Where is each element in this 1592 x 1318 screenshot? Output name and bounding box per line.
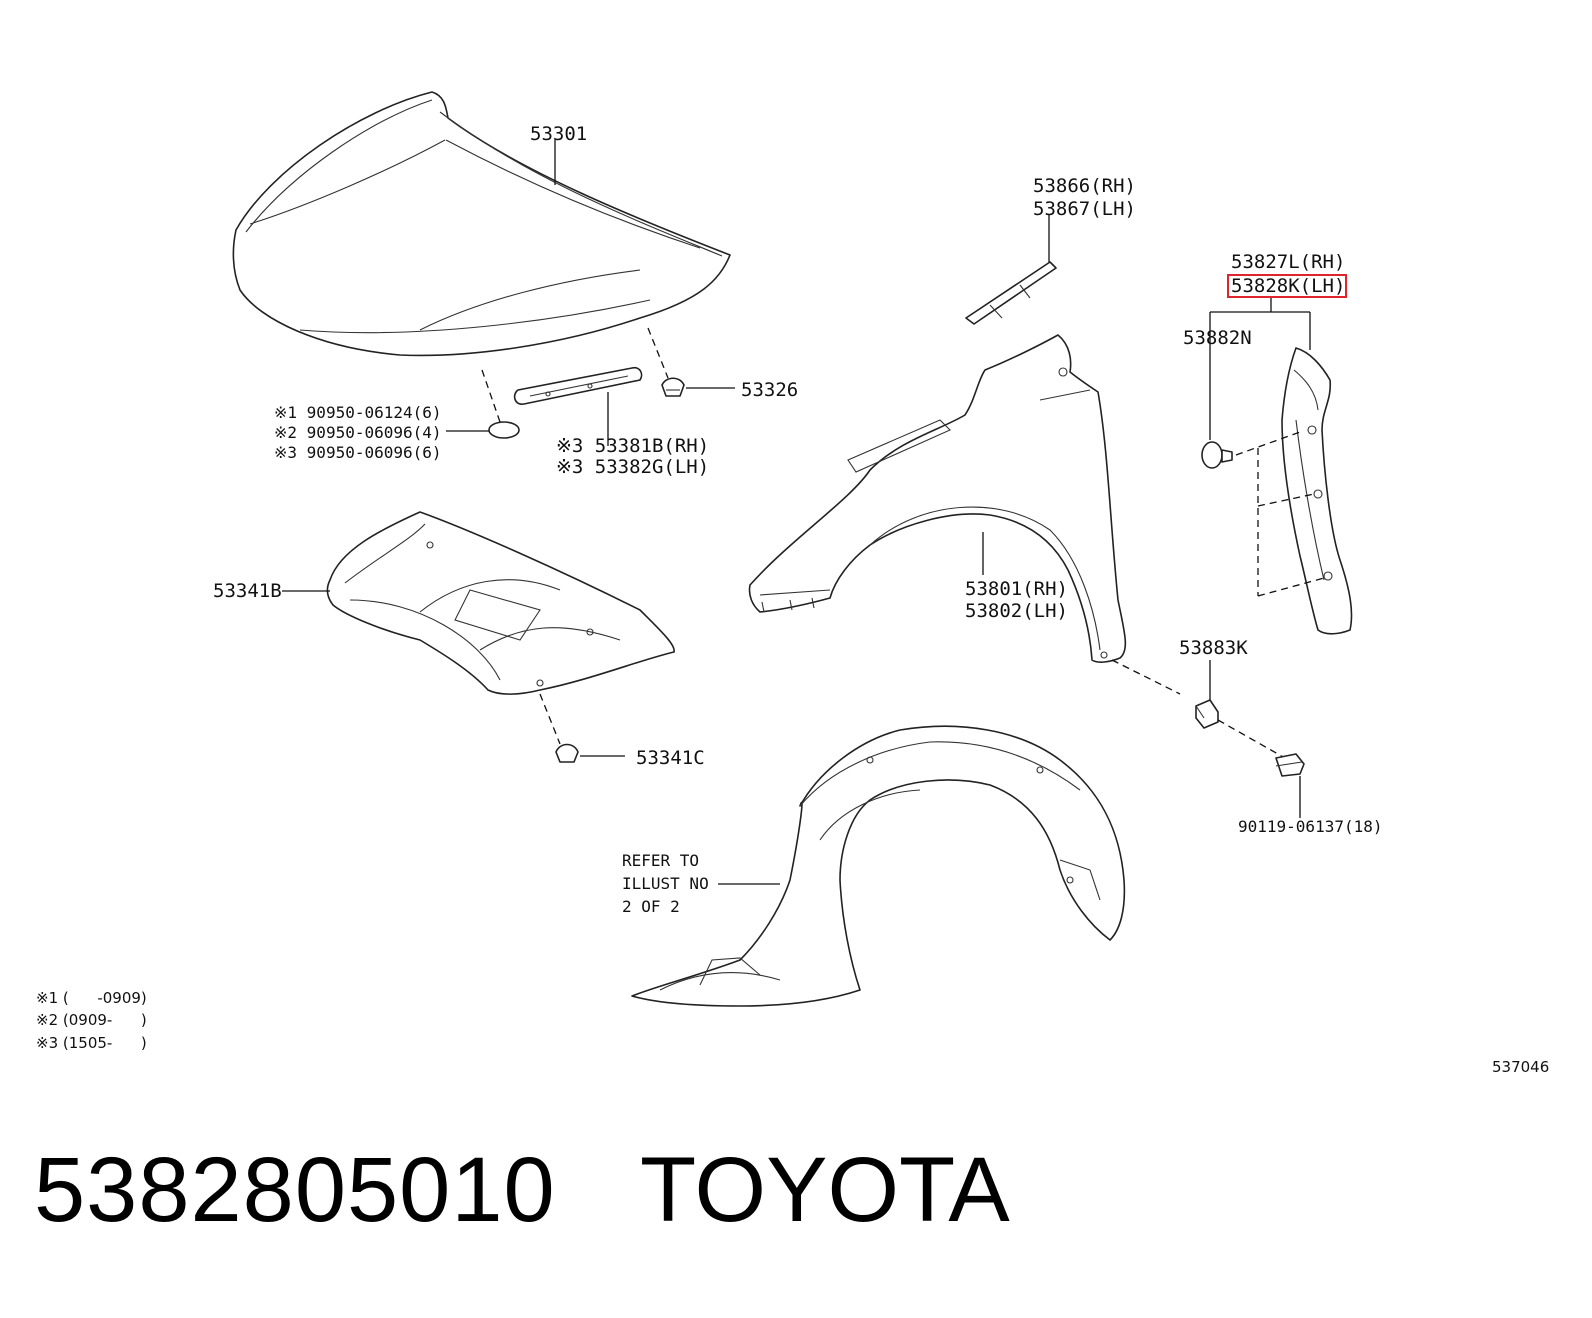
hood-seal-part	[513, 366, 643, 405]
label-hood-seal-rh: ※3 53381B(RH)	[556, 435, 709, 457]
label-insulator-clip: 53341C	[636, 747, 705, 769]
cowl-seal-part	[965, 261, 1057, 325]
insulator-clip-part	[555, 743, 579, 763]
nut-53883k-part	[1195, 699, 1219, 729]
fender-liner-seal-part	[1281, 347, 1353, 635]
label-bolt: 90119-06137(18)	[1238, 817, 1383, 836]
bolt-part	[1275, 753, 1305, 777]
hood-bumper-part	[488, 421, 520, 439]
illustration-number: 537046	[1492, 1058, 1549, 1076]
label-nut-53883k: 53883K	[1179, 637, 1248, 659]
label-cowl-seal-lh: 53867(LH)	[1033, 198, 1136, 220]
caption-part-number: 5382805010	[34, 1139, 556, 1241]
hood-clip-part	[661, 377, 685, 397]
label-clip-53882n: 53882N	[1183, 327, 1252, 349]
label-refer-line-2: ILLUST NO	[622, 874, 709, 893]
hood-part	[232, 91, 731, 357]
footnote-1: ※1 ( -0909)	[36, 989, 147, 1007]
label-fender-rh: 53801(RH)	[965, 578, 1068, 600]
label-liner-seal-lh-highlighted: 53828K(LH)	[1231, 275, 1345, 297]
fender-liner-part	[631, 725, 1126, 1007]
label-hood-seal-lh: ※3 53382G(LH)	[556, 456, 709, 478]
label-cowl-seal-rh: 53866(RH)	[1033, 175, 1136, 197]
label-bumper-note-1: ※1 90950-06124(6)	[274, 403, 442, 422]
label-bumper-note-3: ※3 90950-06096(6)	[274, 443, 442, 462]
footnote-3: ※3 (1505- )	[36, 1034, 147, 1052]
label-hood-clip: 53326	[741, 379, 798, 401]
label-hood-insulator: 53341B	[213, 580, 282, 602]
label-liner-seal-rh: 53827L(RH)	[1231, 251, 1345, 273]
label-hood: 53301	[530, 123, 587, 145]
footnote-2: ※2 (0909- )	[36, 1011, 147, 1029]
label-fender-lh: 53802(LH)	[965, 600, 1068, 622]
highlight-box	[1227, 274, 1347, 298]
hood-insulator-part	[326, 511, 675, 695]
fender-part	[748, 334, 1127, 663]
label-refer-line-1: REFER TO	[622, 851, 699, 870]
label-refer-line-3: 2 OF 2	[622, 897, 680, 916]
caption-brand: TOYOTA	[640, 1139, 1010, 1241]
clip-53882n-part	[1201, 441, 1233, 469]
label-bumper-note-2: ※2 90950-06096(4)	[274, 423, 442, 442]
